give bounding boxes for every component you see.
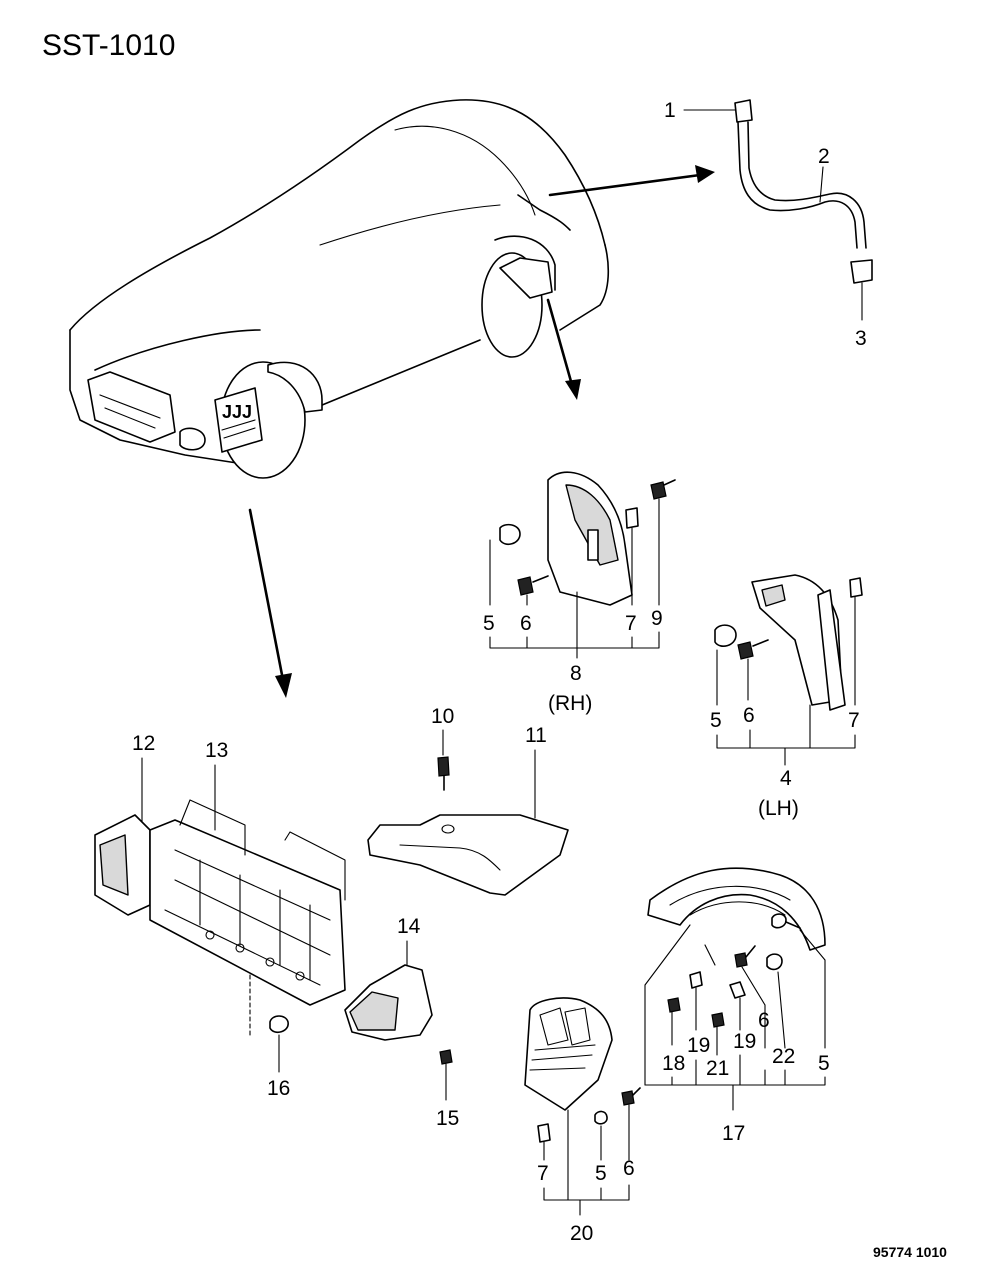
fender-liner-group: 19 19 6 18 21 22 5 17 — [644, 867, 830, 1145]
duct-group: 14 15 — [344, 915, 459, 1130]
hose-icon — [737, 121, 858, 249]
screw-icon-10 — [437, 756, 450, 777]
callout-5a: 5 — [483, 612, 495, 635]
callout-8: 8 — [570, 662, 582, 685]
callout-17: 17 — [722, 1122, 745, 1145]
under-cover-group: 10 11 — [367, 705, 569, 896]
callout-7c: 7 — [537, 1162, 549, 1185]
nut-icon — [269, 1015, 289, 1034]
rh-splash-shield-group: 5 6 7 9 8 (RH) — [483, 471, 676, 715]
callout-7b: 7 — [848, 709, 860, 732]
callout-5b: 5 — [710, 709, 722, 732]
callout-5c: 5 — [818, 1052, 830, 1075]
callout-12: 12 — [132, 732, 155, 755]
diagram-code: SST-1010 — [42, 29, 175, 62]
under-cover-panel — [367, 814, 569, 896]
hose-group: 1 2 3 — [664, 99, 873, 350]
screw-icon — [517, 576, 534, 596]
front-liner-group: 7 5 6 20 — [524, 997, 641, 1245]
callout-3: 3 — [855, 327, 867, 350]
fender-liner-icon — [647, 867, 826, 951]
callout-6b: 6 — [743, 704, 755, 727]
vehicle-outline-icon: JJJ — [69, 99, 610, 479]
air-guide-panel-icon — [149, 819, 346, 1006]
callout-11: 11 — [525, 724, 547, 747]
callout-20: 20 — [570, 1222, 593, 1245]
callout-18: 18 — [662, 1052, 685, 1075]
callout-1: 1 — [664, 99, 676, 122]
callout-6c: 6 — [758, 1009, 770, 1032]
rivet-icon — [499, 523, 521, 546]
callout-7a: 7 — [625, 612, 637, 635]
callout-14: 14 — [397, 915, 421, 938]
figure-number: 95774 1010 — [873, 1244, 947, 1260]
svg-text:JJJ: JJJ — [222, 402, 252, 422]
callout-15: 15 — [436, 1107, 459, 1130]
callout-10: 10 — [431, 705, 454, 728]
callout-19b: 19 — [733, 1030, 756, 1053]
callout-6a: 6 — [520, 612, 532, 635]
callout-16: 16 — [267, 1077, 290, 1100]
callout-13: 13 — [205, 739, 228, 762]
clip-icon — [625, 507, 639, 529]
callout-5d: 5 — [595, 1162, 607, 1185]
callout-19a: 19 — [687, 1034, 710, 1057]
hose-cap — [850, 259, 873, 284]
callout-9: 9 — [651, 607, 663, 630]
callout-22: 22 — [772, 1045, 795, 1068]
callout-21: 21 — [706, 1057, 729, 1080]
air-guide-group: 12 13 16 — [94, 732, 346, 1100]
arrows — [248, 165, 715, 698]
callout-2: 2 — [818, 145, 830, 168]
callout-6d: 6 — [623, 1157, 635, 1180]
lh-splash-shield-group: 5 6 7 4 (LH) — [710, 574, 863, 820]
callout-4-side: (LH) — [758, 797, 799, 820]
hose-clip-top — [734, 99, 753, 123]
callout-4: 4 — [780, 767, 792, 790]
callout-8-side: (RH) — [548, 692, 592, 715]
